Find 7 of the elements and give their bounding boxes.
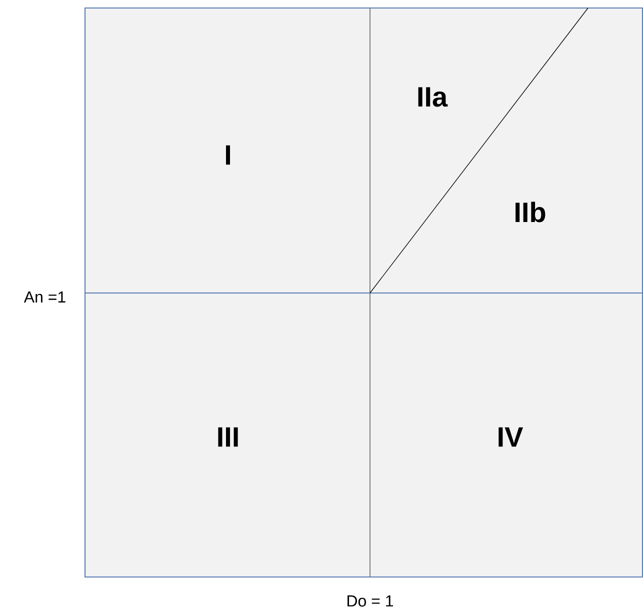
region-label: III: [218, 427, 238, 447]
region-label: IIa: [418, 87, 448, 107]
axis-label: Do = 1: [348, 595, 393, 607]
region-label: I: [226, 145, 230, 165]
axis-label: An =1: [24, 292, 66, 302]
region-label: IV: [498, 427, 524, 447]
region-label: IIb: [516, 202, 546, 222]
